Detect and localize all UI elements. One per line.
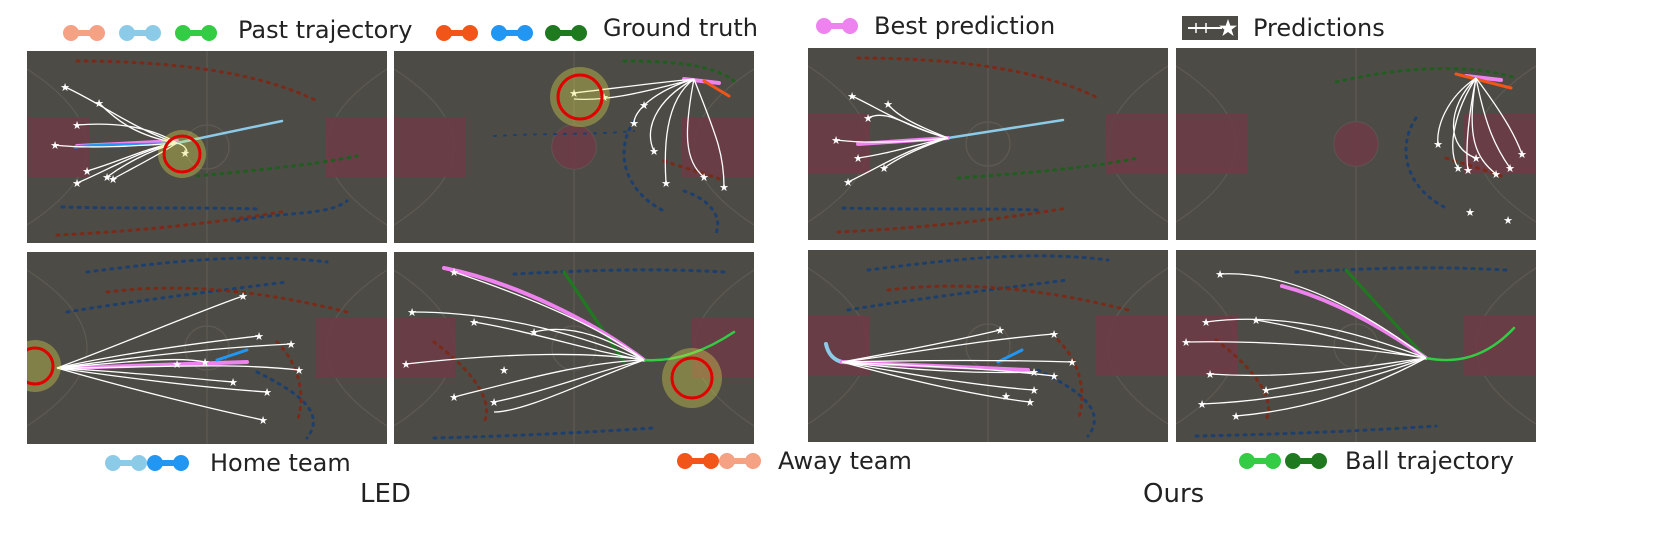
led-panel-top-right: ★★★ ★★★ ★★ bbox=[394, 51, 754, 243]
svg-text:★: ★ bbox=[1029, 366, 1039, 379]
svg-text:★: ★ bbox=[94, 97, 104, 110]
caption-ours: Ours bbox=[1143, 479, 1205, 509]
past-home-swatch-icon bbox=[119, 25, 161, 41]
svg-text:★: ★ bbox=[172, 358, 182, 371]
ours-panel-bottom-left: ★★★ ★★★ ★★ bbox=[808, 250, 1168, 442]
svg-text:★: ★ bbox=[1201, 316, 1211, 329]
away-past-swatch-icon bbox=[719, 453, 761, 469]
svg-text:★: ★ bbox=[843, 176, 853, 189]
led-panel-bottom-left: ★ ★ ★ ★ ★ ★ ★ ★ ★ bbox=[27, 252, 387, 444]
svg-text:★: ★ bbox=[1463, 164, 1473, 177]
svg-text:★: ★ bbox=[995, 324, 1005, 337]
svg-text:★: ★ bbox=[1029, 384, 1039, 397]
svg-text:★: ★ bbox=[1049, 328, 1059, 341]
svg-text:★: ★ bbox=[863, 112, 873, 125]
past-ball-swatch-icon bbox=[175, 25, 217, 41]
svg-text:★: ★ bbox=[1205, 368, 1215, 381]
svg-text:★: ★ bbox=[108, 173, 118, 186]
svg-text:★: ★ bbox=[1465, 206, 1475, 219]
svg-text:★: ★ bbox=[72, 119, 82, 132]
svg-text:★: ★ bbox=[82, 165, 92, 178]
svg-text:★: ★ bbox=[1261, 384, 1271, 397]
svg-text:★: ★ bbox=[1433, 138, 1443, 151]
svg-text:★: ★ bbox=[60, 81, 70, 94]
gt-ball-swatch-icon bbox=[545, 25, 587, 41]
svg-text:★: ★ bbox=[847, 90, 857, 103]
caption-led: LED bbox=[360, 479, 411, 509]
svg-text:★: ★ bbox=[879, 162, 889, 175]
ball-past-swatch-icon bbox=[1239, 453, 1281, 469]
past-away-swatch-icon bbox=[63, 25, 105, 41]
svg-text:★: ★ bbox=[489, 396, 499, 409]
svg-text:★: ★ bbox=[200, 356, 210, 369]
svg-text:★: ★ bbox=[1471, 152, 1481, 165]
svg-text:★: ★ bbox=[262, 386, 272, 399]
gt-home-swatch-icon bbox=[491, 25, 533, 41]
svg-text:★: ★ bbox=[719, 181, 729, 194]
gt-away-swatch-icon bbox=[436, 25, 478, 41]
svg-text:★: ★ bbox=[529, 326, 539, 339]
svg-text:★: ★ bbox=[499, 364, 509, 377]
svg-text:★: ★ bbox=[1505, 162, 1515, 175]
svg-text:★: ★ bbox=[180, 147, 190, 160]
svg-text:★: ★ bbox=[1517, 148, 1527, 161]
svg-text:★: ★ bbox=[639, 99, 649, 112]
svg-text:★: ★ bbox=[1197, 398, 1207, 411]
predictions-swatch-icon bbox=[1182, 16, 1238, 40]
svg-text:★: ★ bbox=[1181, 336, 1191, 349]
svg-text:★: ★ bbox=[569, 87, 579, 100]
svg-text:★: ★ bbox=[599, 91, 609, 104]
legend-ground-truth: Ground truth bbox=[603, 14, 759, 42]
best-prediction-swatch-icon bbox=[816, 18, 858, 34]
away-gt-swatch-icon bbox=[677, 453, 719, 469]
svg-text:★: ★ bbox=[649, 145, 659, 158]
svg-text:★: ★ bbox=[238, 290, 248, 303]
svg-text:★: ★ bbox=[294, 364, 304, 377]
svg-text:★: ★ bbox=[883, 98, 893, 111]
svg-text:★: ★ bbox=[831, 134, 841, 147]
svg-text:★: ★ bbox=[449, 266, 459, 279]
svg-text:★: ★ bbox=[853, 152, 863, 165]
svg-text:★: ★ bbox=[469, 316, 479, 329]
svg-text:★: ★ bbox=[254, 330, 264, 343]
svg-text:★: ★ bbox=[72, 177, 82, 190]
svg-text:★: ★ bbox=[258, 414, 268, 427]
svg-text:★: ★ bbox=[1067, 356, 1077, 369]
legend-predictions: Predictions bbox=[1253, 14, 1385, 42]
legend-home-team: Home team bbox=[210, 449, 351, 477]
svg-text:★: ★ bbox=[407, 306, 417, 319]
svg-text:★: ★ bbox=[661, 177, 671, 190]
svg-text:★: ★ bbox=[1503, 214, 1513, 227]
led-panel-top-left: ★★★ ★★★ ★★★ bbox=[27, 51, 387, 243]
svg-text:★: ★ bbox=[1215, 268, 1225, 281]
svg-text:★: ★ bbox=[286, 338, 296, 351]
svg-text:★: ★ bbox=[401, 358, 411, 371]
svg-text:★: ★ bbox=[1025, 396, 1035, 409]
home-past-swatch-icon bbox=[105, 455, 147, 471]
svg-text:★: ★ bbox=[228, 376, 238, 389]
home-gt-swatch-icon bbox=[147, 455, 189, 471]
svg-text:★: ★ bbox=[699, 171, 709, 184]
svg-text:★: ★ bbox=[50, 139, 60, 152]
svg-text:★: ★ bbox=[1251, 314, 1261, 327]
svg-text:★: ★ bbox=[1491, 168, 1501, 181]
legend-best-prediction: Best prediction bbox=[874, 12, 1056, 40]
ours-panel-bottom-right: ★ ★ ★ ★ ★ ★ ★ ★ bbox=[1176, 250, 1536, 442]
legend-away-team: Away team bbox=[778, 447, 912, 475]
legend-past-trajectory: Past trajectory bbox=[238, 16, 413, 44]
svg-text:★: ★ bbox=[629, 117, 639, 130]
ball-gt-swatch-icon bbox=[1285, 453, 1327, 469]
svg-text:★: ★ bbox=[449, 391, 459, 404]
svg-text:★: ★ bbox=[1231, 410, 1241, 423]
ours-panel-top-right: ★★★ ★★★ ★★★ bbox=[1176, 48, 1536, 240]
led-panel-bottom-right: ★ ★ ★ ★ ★ ★ ★ ★ bbox=[394, 252, 754, 444]
svg-text:★: ★ bbox=[102, 171, 112, 184]
svg-text:★: ★ bbox=[1001, 390, 1011, 403]
legend-ball-trajectory: Ball trajectory bbox=[1345, 447, 1514, 475]
svg-text:★: ★ bbox=[1453, 162, 1463, 175]
svg-text:★: ★ bbox=[1049, 370, 1059, 383]
ours-panel-top-left: ★★★ ★★★ ★ bbox=[808, 48, 1168, 240]
